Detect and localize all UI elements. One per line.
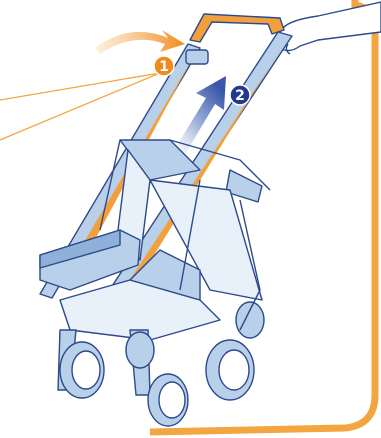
handle-bar (190, 14, 284, 42)
step-2-badge: 2 (230, 85, 250, 105)
step-2-number: 2 (235, 88, 245, 104)
hand-icon (277, 2, 381, 54)
curved-arrow-icon (95, 30, 185, 54)
step-1-number: 1 (159, 59, 169, 75)
step-1-badge: 1 (154, 56, 174, 76)
callout-lines (0, 73, 160, 140)
